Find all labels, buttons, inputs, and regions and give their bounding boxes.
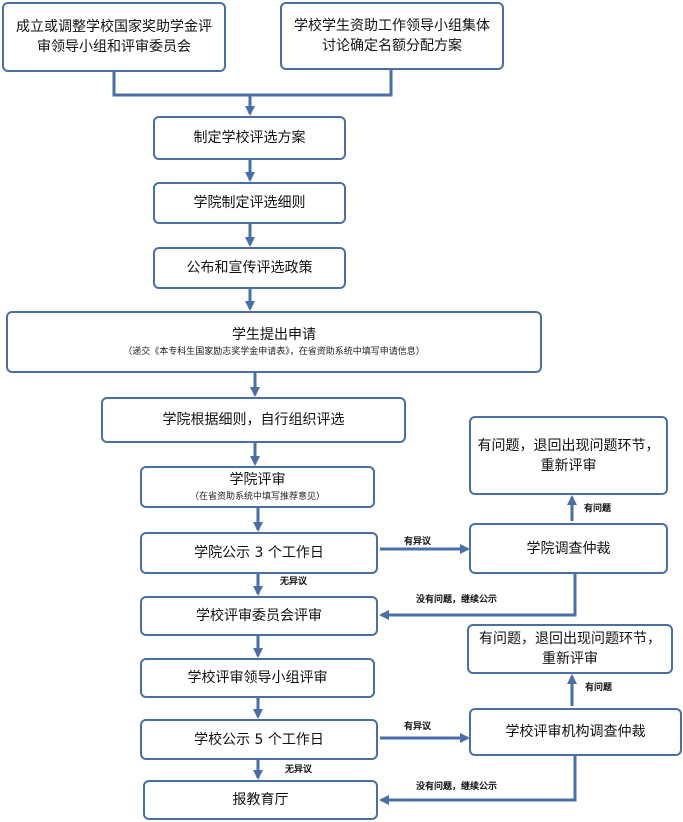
edge-label-objection-1: 有异议 bbox=[404, 537, 432, 547]
edge-label-no-objection-1: 无异议 bbox=[280, 577, 308, 587]
edge-label-has-problem-1: 有问题 bbox=[584, 504, 612, 514]
edge-label-no-objection-2: 无异议 bbox=[285, 765, 313, 775]
node-text: 学院制定评选细则 bbox=[193, 195, 306, 211]
node-issue-return-2: 有问题，退回出现问题环节，重新评审 bbox=[467, 624, 673, 674]
node-text: 学校评审领导小组评审 bbox=[187, 670, 328, 686]
node-student-apply: 学生提出申请 （递交《本专科生国家励志奖学金申请表》，在省资助系统中填写申请信息… bbox=[6, 311, 542, 373]
node-college-investigation: 学院调查仲裁 bbox=[469, 523, 668, 574]
edge-label-has-problem-2: 有问题 bbox=[585, 683, 613, 693]
node-publicize-policy: 公布和宣传评选政策 bbox=[153, 247, 346, 289]
node-text: 学院调查仲裁 bbox=[526, 540, 611, 557]
node-text: 成立或调整学校国家奖助学金评审领导小组和评审委员会 bbox=[16, 19, 212, 55]
node-text: 制定学校评选方案 bbox=[193, 130, 306, 146]
node-text: 学院公示 3 个工作日 bbox=[194, 545, 324, 561]
node-text: 有问题，退回出现问题环节，重新评审 bbox=[479, 631, 661, 667]
node-school-leader-review: 学校评审领导小组评审 bbox=[140, 658, 375, 698]
arrow-continue-1 bbox=[379, 574, 577, 620]
node-title: 学生提出申请 bbox=[232, 327, 316, 343]
node-text: 有问题，退回出现问题环节，重新评审 bbox=[477, 437, 660, 474]
node-school-publicity: 学校公示 5 个工作日 bbox=[140, 719, 378, 760]
node-college-select: 学院根据细则，自行组织评选 bbox=[101, 397, 406, 443]
node-report-bureau: 报教育厅 bbox=[143, 780, 378, 820]
node-college-publicity: 学院公示 3 个工作日 bbox=[140, 532, 378, 574]
node-school-plan: 制定学校评选方案 bbox=[153, 116, 346, 160]
node-note: （递交《本专科生国家励志奖学金申请表》，在省资助系统中填写申请信息） bbox=[123, 347, 425, 357]
node-text: 学校评审机构调查仲裁 bbox=[505, 724, 646, 740]
edge-label-continue-2: 没有问题，继续公示 bbox=[416, 782, 498, 792]
arrow-continue-2 bbox=[379, 756, 577, 805]
connector-top-right bbox=[250, 70, 393, 97]
node-text: 学院根据细则，自行组织评选 bbox=[162, 412, 345, 428]
node-college-review: 学院评审 （在省资助系统中填写推荐意见） bbox=[140, 466, 375, 508]
node-school-investigation: 学校评审机构调查仲裁 bbox=[469, 708, 682, 756]
node-setup-committee: 成立或调整学校国家奖助学金评审领导小组和评审委员会 bbox=[2, 2, 226, 72]
edge-label-continue-1: 没有问题，继续公示 bbox=[416, 595, 498, 605]
edge-label-objection-2: 有异议 bbox=[404, 722, 432, 732]
node-text: 公布和宣传评选政策 bbox=[186, 260, 313, 276]
node-issue-return-1: 有问题，退回出现问题环节，重新评审 bbox=[469, 416, 668, 495]
node-school-committee-review: 学校评审委员会评审 bbox=[140, 596, 378, 636]
node-allocate-quota: 学校学生资助工作领导小组集体讨论确定名额分配方案 bbox=[280, 2, 504, 70]
node-text: 学校评审委员会评审 bbox=[196, 608, 322, 624]
node-note: （在省资助系统中填写推荐意见） bbox=[189, 492, 325, 502]
node-title: 学院评审 bbox=[229, 472, 286, 488]
node-text: 学校学生资助工作领导小组集体讨论确定名额分配方案 bbox=[294, 18, 490, 54]
node-college-rules: 学院制定评选细则 bbox=[153, 182, 346, 224]
node-text: 学校公示 5 个工作日 bbox=[194, 731, 324, 748]
node-text: 报教育厅 bbox=[232, 792, 289, 808]
connector-top-left bbox=[112, 72, 250, 97]
